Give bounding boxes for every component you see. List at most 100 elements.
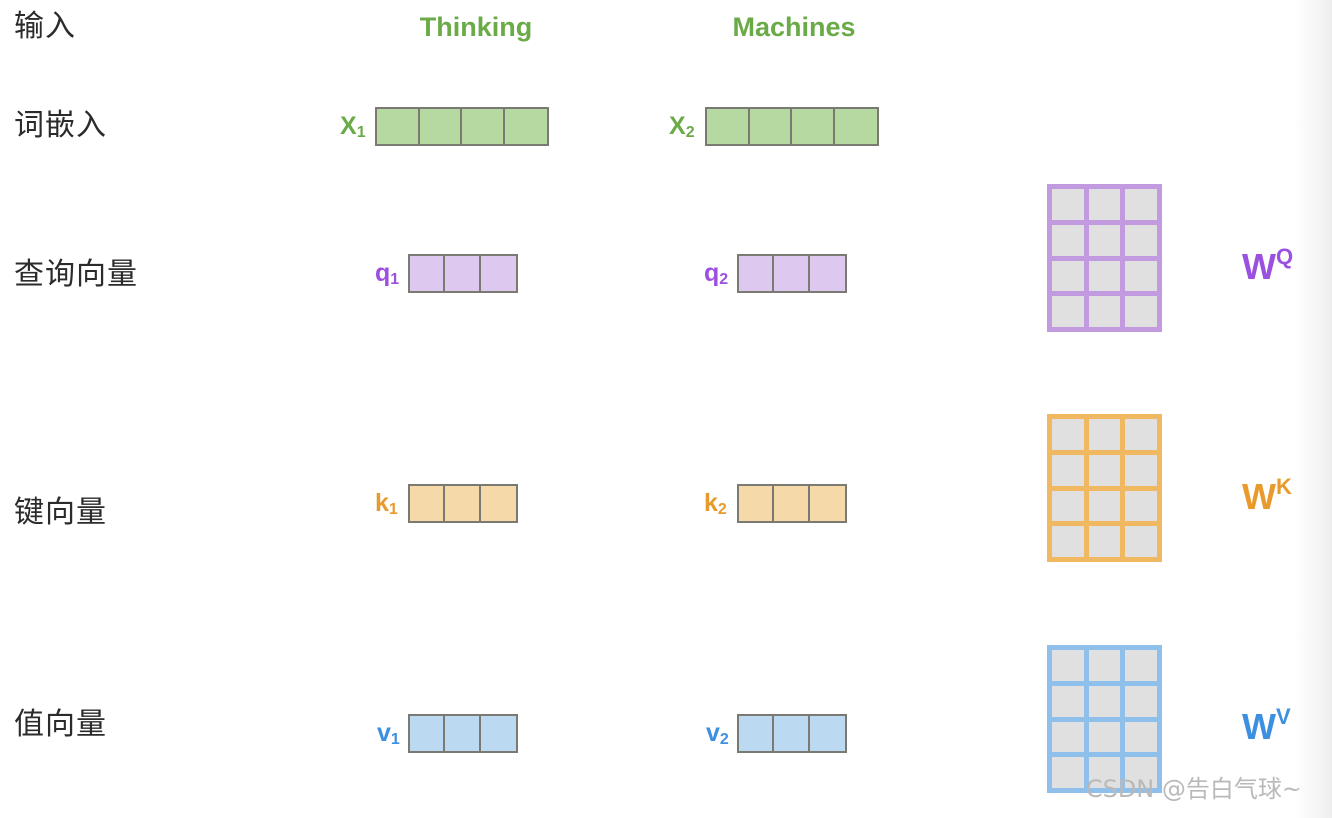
matrix-cell xyxy=(1125,296,1157,327)
row-label-query-vector: 查询向量 xyxy=(14,257,138,292)
vector-tag-v2: v2 xyxy=(706,719,729,748)
vector-tag-q2: q2 xyxy=(704,259,729,288)
matrix-cell xyxy=(1052,260,1084,292)
matrix-cell xyxy=(1088,419,1121,450)
matrix-cell xyxy=(1125,685,1157,717)
matrix-wv xyxy=(1047,645,1162,793)
vector-cell xyxy=(749,109,792,144)
vector-tag-x1-sub: 1 xyxy=(356,124,366,141)
matrix-cell xyxy=(1088,224,1121,256)
word-header-thinking: Thinking xyxy=(419,12,533,42)
vector-tag-x2: X2 xyxy=(669,112,695,141)
vector-cell xyxy=(792,109,835,144)
vector-tag-q2-sub: 2 xyxy=(719,271,729,288)
vector-tag-k1-sub: 1 xyxy=(388,501,398,518)
word-header-machines: Machines xyxy=(732,12,856,42)
matrix-label-wv-sup: V xyxy=(1275,704,1291,729)
vector-cell xyxy=(739,486,775,521)
vector-cell xyxy=(480,486,516,521)
vector-q1 xyxy=(408,254,518,293)
vector-v2 xyxy=(737,714,847,753)
vector-tag-v1-sub: 1 xyxy=(390,731,400,748)
matrix-cell xyxy=(1088,757,1121,788)
matrix-cell xyxy=(1088,685,1121,717)
vector-tag-q1: q1 xyxy=(375,259,400,288)
matrix-cell xyxy=(1125,757,1157,788)
vector-k1 xyxy=(408,484,518,523)
matrix-cell xyxy=(1088,490,1121,522)
matrix-cell xyxy=(1088,526,1121,557)
vector-cell xyxy=(774,256,810,291)
vector-tag-v1-base: v xyxy=(377,719,391,747)
matrix-cell xyxy=(1125,490,1157,522)
matrix-cell xyxy=(1125,189,1157,220)
vector-cell xyxy=(410,716,446,751)
matrix-label-wk-base: W xyxy=(1242,476,1276,517)
matrix-cell xyxy=(1088,296,1121,327)
vector-cell xyxy=(739,256,775,291)
vector-tag-q1-sub: 1 xyxy=(390,271,400,288)
vector-cell xyxy=(774,716,810,751)
matrix-cell xyxy=(1052,296,1084,327)
matrix-cell xyxy=(1125,224,1157,256)
matrix-cell xyxy=(1052,454,1084,486)
matrix-label-wk-sup: K xyxy=(1275,474,1292,499)
vector-cell xyxy=(377,109,420,144)
matrix-cell xyxy=(1052,721,1084,753)
matrix-cell xyxy=(1125,526,1157,557)
vector-cell xyxy=(445,716,481,751)
matrix-wq xyxy=(1047,184,1162,332)
matrix-cell xyxy=(1052,189,1084,220)
row-label-embedding: 词嵌入 xyxy=(14,108,107,143)
matrix-cell xyxy=(1125,721,1157,753)
vector-tag-x2-base: X xyxy=(669,112,686,140)
matrix-cell xyxy=(1088,189,1121,220)
vector-cell xyxy=(739,716,775,751)
row-label-input: 输入 xyxy=(14,9,76,44)
vector-cell xyxy=(445,256,481,291)
matrix-cell xyxy=(1052,526,1084,557)
vector-tag-x1: X1 xyxy=(340,112,366,141)
vector-cell xyxy=(809,716,845,751)
vector-x2 xyxy=(705,107,879,146)
vector-cell xyxy=(462,109,505,144)
vector-cell xyxy=(445,486,481,521)
vector-tag-v2-base: v xyxy=(706,719,720,747)
vector-tag-k1-base: k xyxy=(375,489,389,517)
matrix-label-wk: WK xyxy=(1242,476,1292,517)
vector-cell xyxy=(809,486,845,521)
vector-tag-q1-base: q xyxy=(375,259,391,287)
vector-cell xyxy=(410,256,446,291)
row-label-key-vector: 键向量 xyxy=(14,495,107,530)
matrix-cell xyxy=(1088,454,1121,486)
matrix-cell xyxy=(1052,224,1084,256)
vector-tag-k2: k2 xyxy=(704,491,727,518)
vector-tag-v2-sub: 2 xyxy=(719,731,729,748)
vector-tag-q2-base: q xyxy=(704,259,720,287)
matrix-cell xyxy=(1052,757,1084,788)
vector-tag-x1-base: X xyxy=(340,112,357,140)
vector-cell xyxy=(707,109,750,144)
vector-k2 xyxy=(737,484,847,523)
matrix-label-wv: WV xyxy=(1242,706,1291,747)
matrix-cell xyxy=(1125,419,1157,450)
matrix-label-wq-sup: Q xyxy=(1275,244,1294,269)
vector-cell xyxy=(809,256,845,291)
vector-q2 xyxy=(737,254,847,293)
matrix-cell xyxy=(1052,650,1084,681)
matrix-cell xyxy=(1088,260,1121,292)
right-edge-shading xyxy=(1294,0,1332,818)
vector-cell xyxy=(480,716,516,751)
vector-tag-k2-sub: 2 xyxy=(717,501,727,518)
vector-x1 xyxy=(375,107,549,146)
matrix-cell xyxy=(1125,260,1157,292)
vector-tag-x2-sub: 2 xyxy=(685,124,695,141)
vector-cell xyxy=(480,256,516,291)
matrix-cell xyxy=(1125,650,1157,681)
vector-cell xyxy=(419,109,462,144)
matrix-label-wq: WQ xyxy=(1242,246,1293,285)
vector-tag-v1: v1 xyxy=(377,719,400,748)
vector-cell xyxy=(504,109,547,144)
matrix-label-wv-base: W xyxy=(1242,706,1276,747)
